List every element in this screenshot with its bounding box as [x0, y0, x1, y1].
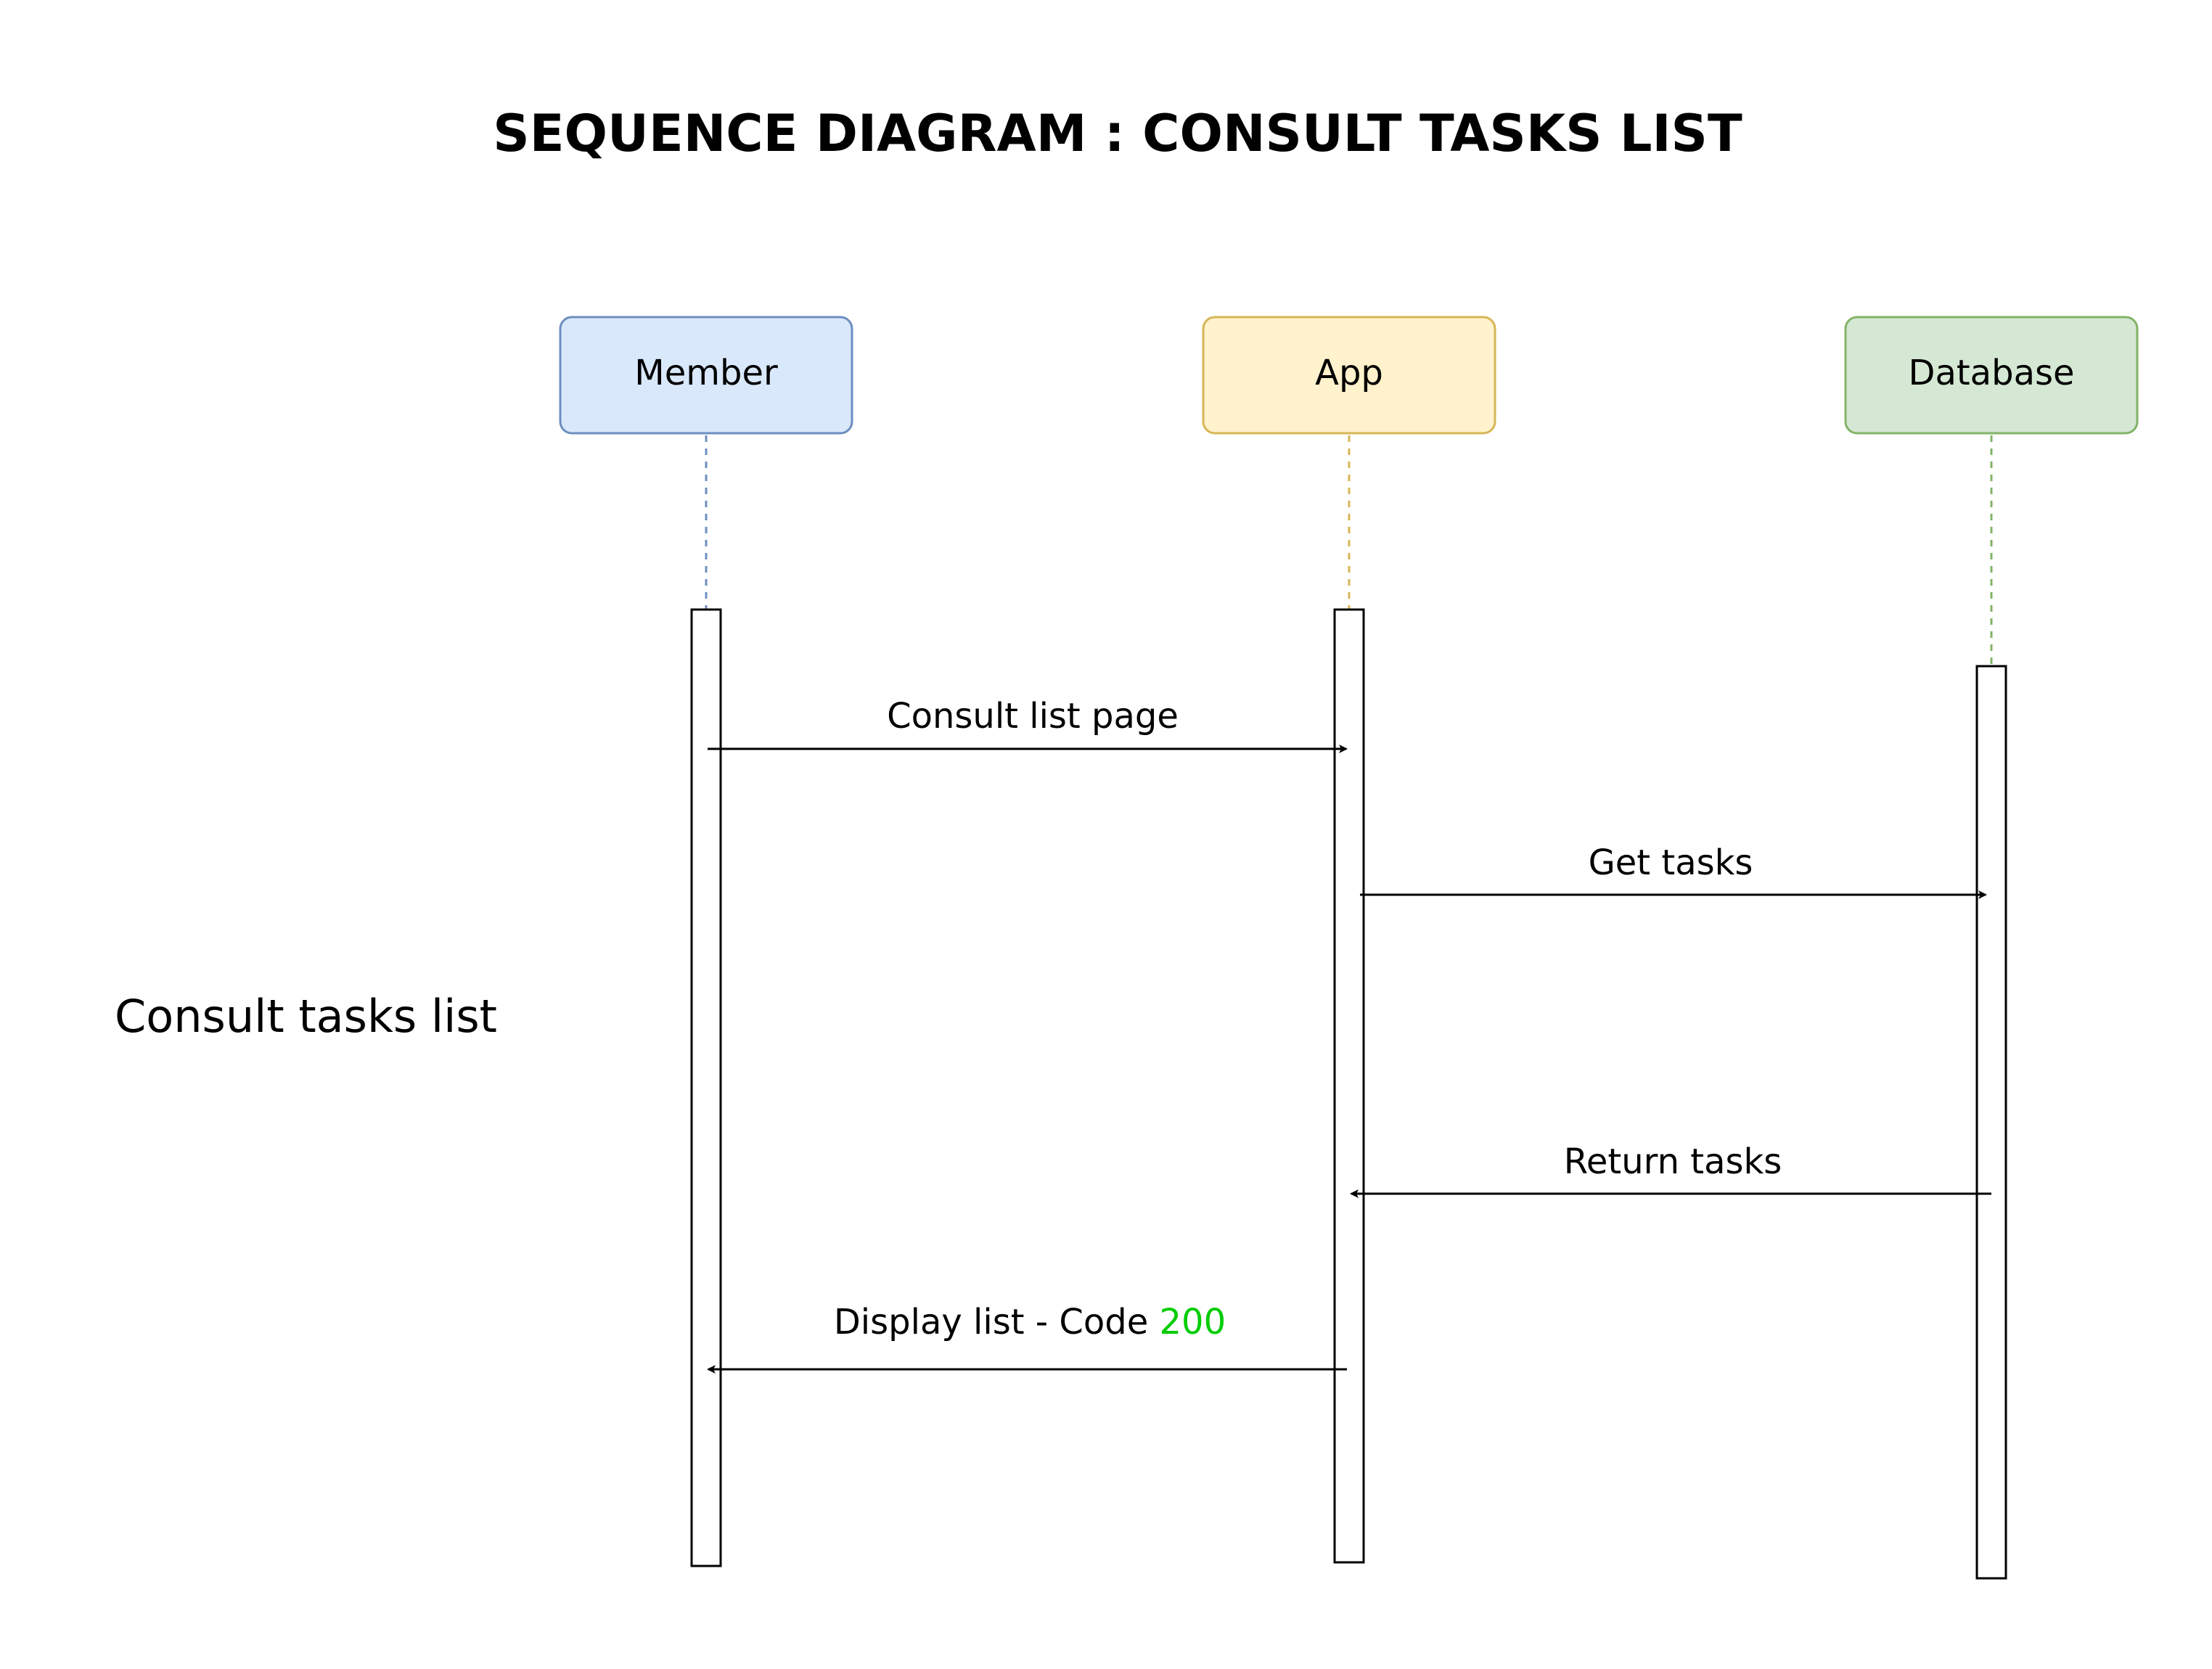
diagram-title: SEQUENCE DIAGRAM : CONSULT TASKS LIST — [493, 104, 1742, 163]
message-label-text: Display list - Code — [834, 1302, 1160, 1342]
message-label: Consult list page — [887, 696, 1179, 737]
participant-app: App — [1202, 316, 1496, 1564]
scenario-label: Consult tasks list — [115, 990, 497, 1043]
message-consult-list-page: Consult list page — [708, 696, 1348, 753]
activation-bar-database — [1975, 665, 2007, 1580]
message-display-list: Display list - Code 200 — [707, 1302, 1347, 1374]
message-label: Display list - Code 200 — [834, 1302, 1226, 1342]
participant-database-label: Database — [1908, 353, 2074, 393]
participant-app-box — [1202, 316, 1496, 435]
message-label: Return tasks — [1564, 1141, 1782, 1182]
message-label: Get tasks — [1589, 842, 1753, 883]
activation-bar-member — [690, 608, 722, 1567]
participant-database: Database — [1844, 316, 2139, 1580]
participant-database-box — [1844, 316, 2139, 435]
message-return-tasks: Return tasks — [1350, 1141, 1991, 1198]
message-get-tasks: Get tasks — [1360, 842, 1987, 899]
activation-bar-app — [1333, 608, 1365, 1564]
participant-member-label: Member — [634, 353, 778, 393]
status-code: 200 — [1160, 1302, 1226, 1342]
participant-member: Member — [559, 316, 853, 1567]
participant-app-label: App — [1315, 353, 1383, 393]
participant-member-box — [559, 316, 853, 435]
